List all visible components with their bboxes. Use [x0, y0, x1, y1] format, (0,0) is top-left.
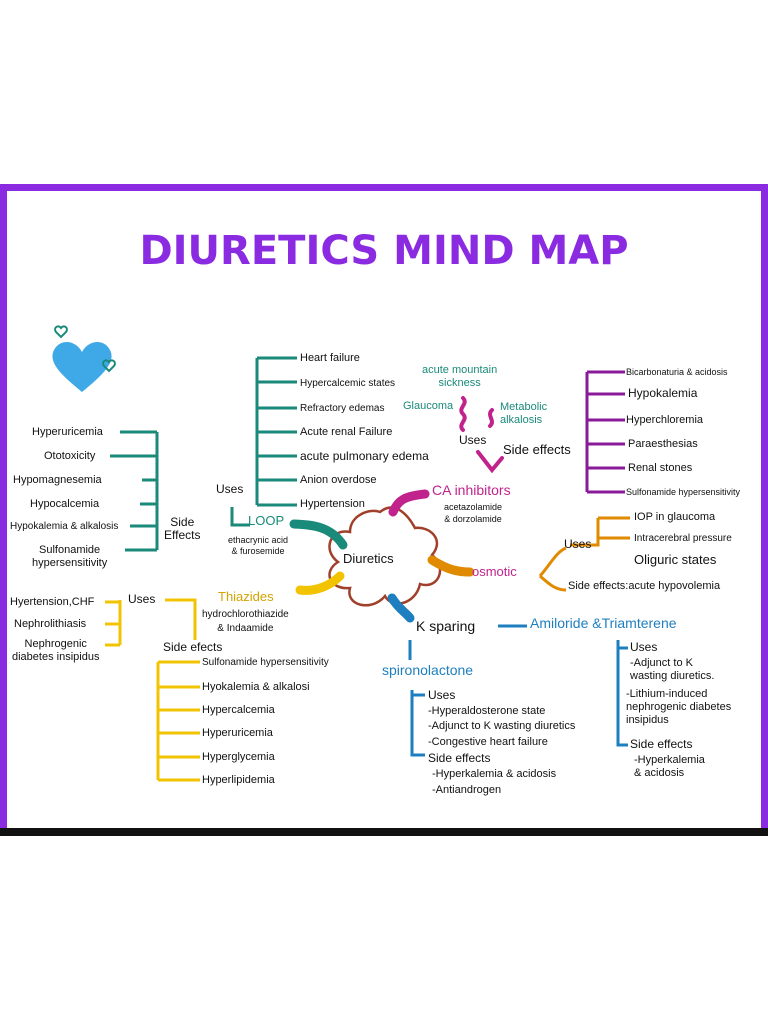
- loop-side-effect: Hypokalemia & alkalosis: [10, 521, 119, 532]
- ca-inhibitors-drugs: acetazolamide & dorzolamide: [444, 502, 503, 524]
- osmotic-use: IOP in glaucoma: [634, 511, 716, 523]
- loop-uses-label: Uses: [216, 482, 244, 496]
- loop-use: Acute renal Failure: [300, 426, 393, 438]
- thiazides-uses-label: Uses: [128, 592, 156, 606]
- branch-thiazides: [295, 571, 345, 595]
- ca-side-effect: Sulfonamide hypersensitivity: [626, 487, 741, 497]
- spironolactone-uses-label: Uses: [428, 688, 456, 702]
- ca-side-effect: Hypokalemia: [628, 386, 698, 400]
- thiazides-use: Nephrolithiasis: [14, 618, 87, 630]
- loop-use: Anion overdose: [300, 474, 377, 486]
- thiazides-use: Nephrogenic diabetes insipidus: [12, 638, 100, 663]
- thiazides-drugs: hydrochlorothiazide & Indaamide: [202, 609, 289, 634]
- branch-ksparing: [387, 593, 415, 623]
- spironolactone-label: spironolactone: [382, 662, 474, 678]
- spironolactone-use: -Adjunct to K wasting diuretics: [428, 720, 576, 732]
- ca-side-effect: Hyperchloremia: [626, 414, 704, 426]
- amiloride-label: Amiloride &Triamterene: [530, 615, 677, 631]
- loop-side-effects-label: Side Effects: [164, 515, 201, 542]
- amiloride-use: -Lithium-induced nephrogenic diabetes in…: [626, 688, 732, 726]
- ca-side-effect: Paraesthesias: [628, 438, 698, 450]
- page-title: DIURETICS MIND MAP: [139, 228, 629, 274]
- branch-ca: [388, 489, 430, 517]
- spironolactone-use: -Hyperaldosterone state: [428, 705, 546, 717]
- loop-use: Refractory edemas: [300, 403, 385, 414]
- loop-label: LOOP: [248, 513, 285, 528]
- spironolactone-side-effect: -Hyperkalemia & acidosis: [432, 768, 557, 780]
- ca-inhibitors-label: CA inhibitors: [432, 482, 511, 498]
- loop-use: Heart failure: [300, 352, 360, 364]
- osmotic-use: Intracerebral pressure: [634, 533, 732, 544]
- thiazides-side-effect: Hypercalcemia: [202, 704, 275, 716]
- osmotic-label: osmotic: [472, 564, 517, 579]
- thiazides-side-effect: Hyperuricemia: [202, 727, 273, 739]
- loop-use: acute pulmonary edema: [300, 449, 429, 463]
- ca-uses-label: Uses: [459, 433, 487, 447]
- thiazides-use: Hyertension,CHF: [10, 596, 95, 608]
- loop-side-effect: Hyperuricemia: [32, 426, 103, 438]
- thiazides-side-effect: Hyperglycemia: [202, 751, 275, 763]
- loop-use: Hypertension: [300, 498, 365, 510]
- spironolactone-use: -Congestive heart failure: [428, 736, 548, 748]
- thiazides-side-effect: Sulfonamide hypersensitivity: [202, 657, 329, 668]
- amiloride-use: -Adjunct to K wasting diuretics.: [630, 657, 715, 682]
- thiazides-side-effect: Hyperlipidemia: [202, 774, 275, 786]
- k-sparing-label: K sparing: [416, 618, 476, 634]
- thiazides-side-effects-label: Side efects: [163, 640, 223, 654]
- ca-use: acute mountain sickness: [422, 364, 498, 389]
- ca-use: Metabolic alkalosis: [500, 401, 548, 426]
- bottom-divider: [0, 828, 768, 836]
- amiloride-uses-label: Uses: [630, 640, 658, 654]
- thiazides-label: Thiazides: [218, 589, 274, 604]
- loop-side-effect: Sulfonamide hypersensitivity: [32, 544, 108, 569]
- loop-use: Hypercalcemic states: [300, 378, 396, 389]
- thiazides-side-effect: Hyokalemia & alkalosi: [202, 681, 310, 693]
- amiloride-side-effect: -Hyperkalemia & acidosis: [634, 754, 705, 779]
- loop-side-effect: Ototoxicity: [44, 450, 96, 462]
- loop-drugs: ethacrynic acid & furosemide: [228, 535, 289, 556]
- loop-side-effect: Hypocalcemia: [30, 498, 100, 510]
- heart-icon: [52, 325, 116, 392]
- ca-use: Glaucoma: [403, 400, 454, 412]
- loop-side-effect: Hypomagnesemia: [13, 474, 102, 486]
- spironolactone-side-effect: -Antiandrogen: [432, 784, 502, 796]
- ca-side-effect: Renal stones: [628, 462, 693, 474]
- osmotic-side-effects: Side effects:acute hypovolemia: [568, 580, 721, 592]
- branch-osmotic: [427, 555, 475, 577]
- branch-loop: [289, 519, 348, 550]
- osmotic-uses-label: Uses: [564, 537, 592, 551]
- amiloride-side-effects-label: Side effects: [630, 737, 693, 751]
- ca-side-effect: Bicarbonaturia & acidosis: [626, 367, 728, 377]
- center-label: Diuretics: [343, 551, 394, 566]
- ca-side-effects-label: Side effects: [503, 442, 571, 457]
- spironolactone-side-effects-label: Side effects: [428, 751, 491, 765]
- osmotic-use: Oliguric states: [634, 552, 717, 567]
